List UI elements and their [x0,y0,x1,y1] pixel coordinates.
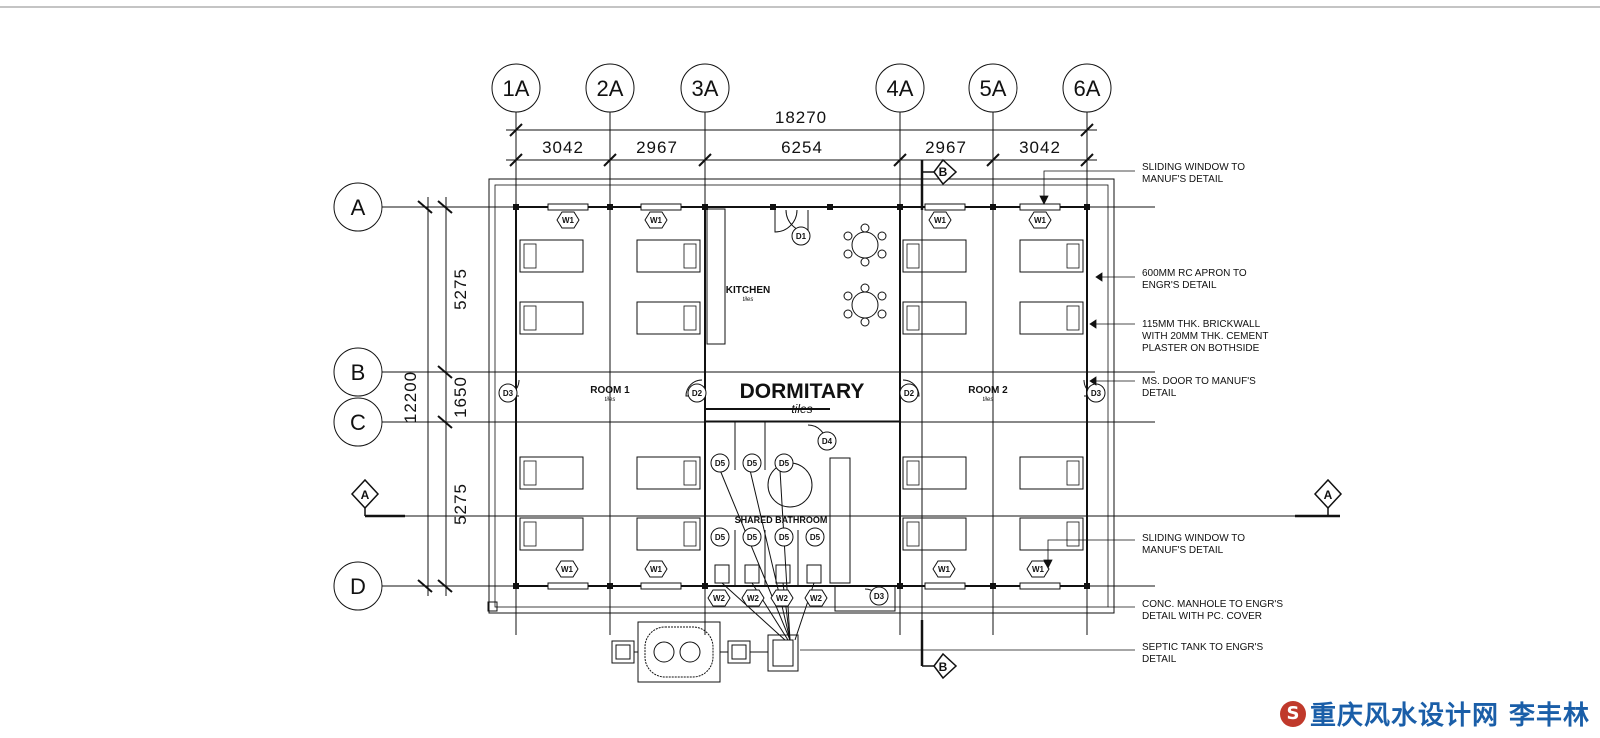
tag-w1: W1 [934,216,947,225]
building-title-sub: tiles [791,402,812,416]
note-manhole: CONC. MANHOLE TO ENGR'S DETAIL WITH PC. … [1142,599,1286,622]
windows [547,203,1061,590]
room-2-sub: tiles [983,397,994,403]
section-b-bottom: B [939,660,948,674]
watermark-text: 重庆风水设计网 李丰林 [1309,701,1590,731]
tag-d3: D3 [503,389,514,398]
note-septic-tank: SEPTIC TANK TO ENGR'S DETAIL [1142,642,1266,665]
grid-label-4a: 4A [887,76,914,101]
grid-column-labels: 1A 2A 3A 4A 5A 6A [503,76,1101,101]
section-line-a [350,478,1343,518]
room-1-sub: tiles [605,397,616,403]
dim-total-depth: 12200 [401,371,420,423]
grid-label-6a: 6A [1074,76,1101,101]
dim-total-width: 18270 [775,108,827,127]
bed-pillows [523,243,1080,547]
vertical-dimensions [417,197,453,596]
tag-w2: W2 [713,594,726,603]
tag-d5: D5 [747,459,758,468]
tag-d5: D5 [715,459,726,468]
tag-d5: D5 [779,459,790,468]
tag-w2: W2 [810,594,823,603]
section-a-right: A [1324,488,1333,502]
window-tag-labels: W1 W1 W1 W1 W1 W1 W1 W1 W2 W2 W2 W2 [561,216,1047,603]
dim-bay-4: 2967 [925,138,967,157]
bathroom-fixtures [714,422,896,641]
tag-w1: W1 [1034,216,1047,225]
tag-d5: D5 [747,533,758,542]
tag-w2: W2 [776,594,789,603]
grid-label-d: D [350,574,366,599]
tag-w1: W1 [938,565,951,574]
tag-d5: D5 [779,533,790,542]
tag-d3: D3 [1091,389,1102,398]
note-sliding-window-bottom: SLIDING WINDOW TO MANUF'S DETAIL [1142,533,1248,556]
window-tags [555,211,1052,607]
horizontal-dimensions [506,123,1097,167]
grid-label-c: C [350,410,366,435]
dim-row-1: 5275 [451,268,470,310]
door-tags [498,226,1106,606]
dim-row-3: 5275 [451,483,470,525]
dim-bay-3: 6254 [781,138,823,157]
note-leaders [800,170,1135,651]
section-b-top: B [939,165,948,179]
grid-label-1a: 1A [503,76,530,101]
tag-w1: W1 [1032,565,1045,574]
grid-label-3a: 3A [692,76,719,101]
dim-bay-1: 3042 [542,138,584,157]
tag-d2: D2 [692,389,703,398]
note-brickwall: 115MM THK. BRICKWALL WITH 20MM THK. CEME… [1142,319,1271,354]
tag-d3: D3 [874,592,885,601]
grid-label-b: B [351,360,366,385]
room-2-label: ROOM 2 [968,385,1008,396]
watermark: S 重庆风水设计网 李丰林 [1279,695,1590,732]
tag-w1: W1 [562,216,575,225]
tag-d1: D1 [796,232,807,241]
note-ms-door: MS. DOOR TO MANUF'S DETAIL [1142,376,1259,399]
building-title: DORMITARY [740,380,865,403]
kitchen-counter [706,208,726,345]
dim-row-2: 1650 [451,376,470,418]
grid-label-5a: 5A [980,76,1007,101]
kitchen-sub: tiles [743,297,754,303]
tag-w2: W2 [747,594,760,603]
kitchen-label: KITCHEN [726,285,770,296]
tag-w1: W1 [561,565,574,574]
section-line-b [920,158,958,680]
dim-bay-5: 3042 [1019,138,1061,157]
bathroom-label: SHARED BATHROOM [735,515,828,525]
grid-row-labels: A B C D [350,195,366,599]
septic-system [611,621,799,683]
grid-label-2a: 2A [597,76,624,101]
grid-label-a: A [351,195,366,220]
tag-d5: D5 [810,533,821,542]
watermark-logo-icon: S [1279,700,1306,727]
structural-columns [513,204,1090,589]
beds [519,239,1084,551]
note-rc-apron: 600MM RC APRON TO ENGR'S DETAIL [1142,268,1249,291]
dim-bay-2: 2967 [636,138,678,157]
tag-d4: D4 [822,437,833,446]
annotation-notes: SLIDING WINDOW TO MANUF'S DETAIL 600MM R… [1142,162,1286,665]
note-sliding-window-top: SLIDING WINDOW TO MANUF'S DETAIL [1142,162,1248,185]
section-a-left: A [361,488,370,502]
room-1-label: ROOM 1 [590,385,630,396]
dining-tables [843,223,887,327]
tag-d5: D5 [715,533,726,542]
door-tag-labels: D1 D3 D2 D2 D3 D4 D5 D5 D5 D5 D5 D5 D5 D… [503,232,1102,601]
tag-d2: D2 [904,389,915,398]
tag-w1: W1 [650,565,663,574]
tag-w1: W1 [650,216,663,225]
